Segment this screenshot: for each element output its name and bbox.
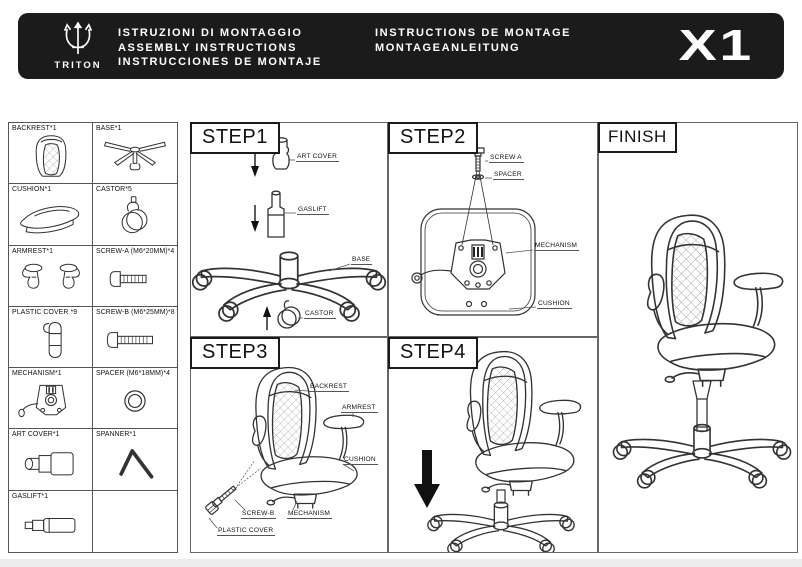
gaslift-callout: GASLIFT — [297, 206, 329, 215]
spacer-callout: SPACER — [493, 171, 524, 180]
cushion-callout: CUSHION — [537, 300, 572, 309]
titles-right: INSTRUCTIONS DE MONTAGE MONTAGEANLEITUNG — [375, 26, 571, 55]
title-italian: ISTRUZIONI DI MONTAGGIO — [118, 27, 303, 39]
step3-panel: STEP3 BACKREST ARMREST CUSHION SCREW-B M… — [190, 337, 388, 553]
castor-icon — [121, 196, 148, 234]
art-cover-icon — [24, 452, 74, 476]
plastic-cover-icon — [42, 321, 62, 358]
part-cell-mechanism: MECHANISM*1 — [9, 368, 93, 430]
finish-panel: FINISH — [598, 122, 798, 553]
title-spanish: INSTRUCCIONES DE MONTAJE — [118, 56, 322, 68]
step1-panel: STEP1 ART COVER GASLIFT BASE CASTOR — [190, 122, 388, 337]
part-label: CASTOR*5 — [96, 186, 132, 194]
plastic-cover-callout: PLASTIC COVER — [217, 527, 276, 536]
part-label: SCREW-B (M6*25MM)*8 — [96, 308, 175, 316]
art-cover-callout: ART COVER — [296, 153, 340, 162]
step2-diagram — [411, 147, 537, 316]
screw-a-icon — [109, 270, 147, 287]
base-icon — [104, 141, 166, 171]
part-cell-art-cover: ART COVER*1 — [9, 429, 93, 491]
cushion-callout: CUSHION — [343, 456, 378, 465]
page-bottom-strip — [0, 559, 802, 567]
backrest-icon — [35, 135, 66, 177]
step3-title: STEP3 — [190, 337, 280, 369]
part-label: BASE*1 — [96, 125, 122, 132]
step1-diagram — [191, 137, 387, 330]
titles-left: ISTRUZIONI DI MONTAGGIO ASSEMBLY INSTRUC… — [118, 26, 322, 70]
backrest-callout: BACKREST — [309, 383, 350, 392]
spacer-icon — [124, 390, 146, 412]
part-cell-spanner: SPANNER*1 — [93, 429, 177, 491]
title-french: INSTRUCTIONS DE MONTAGE — [375, 27, 572, 39]
part-label: GASLIFT*1 — [12, 492, 49, 500]
down-arrow-icon — [414, 450, 440, 508]
parts-table: BACKREST*1 BASE*1 — [8, 122, 178, 553]
step2-title: STEP2 — [388, 122, 478, 154]
part-label: SPACER (M6*18MM)*4 — [96, 370, 171, 378]
finish-title: FINISH — [598, 122, 677, 153]
castor-callout: CASTOR — [304, 310, 336, 319]
screw-a-callout: SCREW A — [489, 154, 524, 163]
step4-diagram — [414, 350, 582, 552]
part-label: ARMREST*1 — [12, 247, 54, 255]
model-name: X1 — [678, 21, 754, 70]
part-cell-screw-a: SCREW-A (M6*20MM)*4 — [93, 246, 177, 307]
mechanism-callout: MECHANISM — [534, 242, 580, 251]
part-label: MECHANISM*1 — [12, 370, 62, 378]
part-label: PLASTIC COVER *9 — [12, 308, 78, 316]
part-cell-cushion: CUSHION*1 — [9, 184, 93, 246]
part-label: BACKREST*1 — [12, 125, 57, 132]
mechanism-icon — [17, 384, 66, 418]
part-cell-gaslift: GASLIFT*1 — [9, 490, 93, 552]
base-callout: BASE — [351, 256, 373, 265]
armrest-callout: ARMREST — [341, 404, 378, 413]
step1-title: STEP1 — [190, 122, 280, 154]
brand-logo: TRITON — [42, 17, 114, 71]
part-cell-castor: CASTOR*5 — [93, 184, 177, 246]
mechanism-callout: MECHANISM — [287, 510, 333, 519]
step4-title: STEP4 — [388, 337, 478, 369]
part-cell-armrest: ARMREST*1 — [9, 245, 93, 307]
part-cell-backrest: BACKREST*1 — [9, 123, 93, 185]
part-label: SPANNER*1 — [96, 431, 137, 439]
step2-panel: STEP2 SCREW A SPACER MECHANISM CUSHION — [388, 122, 598, 337]
part-cell-screw-b: SCREW-B (M6*25MM)*8 — [93, 307, 177, 369]
header-bar: TRITON ISTRUZIONI DI MONTAGGIO ASSEMBLY … — [18, 13, 784, 79]
trident-icon — [63, 21, 93, 54]
part-label: CUSHION*1 — [12, 186, 52, 194]
part-cell-base: BASE*1 — [93, 123, 177, 185]
part-cell-empty — [93, 491, 177, 552]
title-english: ASSEMBLY INSTRUCTIONS — [118, 41, 298, 54]
part-label: SCREW-A (M6*20MM)*4 — [96, 247, 175, 255]
part-cell-plastic-cover: PLASTIC COVER *9 — [9, 306, 93, 369]
part-cell-spacer: SPACER (M6*18MM)*4 — [93, 368, 177, 430]
brand-name: TRITON — [54, 60, 102, 71]
screw-b-icon — [106, 331, 153, 348]
armrest-icon — [21, 263, 80, 289]
screw-b-callout: SCREW-B — [241, 510, 277, 519]
gaslift-icon — [24, 517, 75, 533]
part-label: ART COVER*1 — [12, 431, 60, 439]
finish-diagram — [612, 214, 792, 489]
title-german: MONTAGEANLEITUNG — [375, 41, 521, 54]
cushion-icon — [19, 206, 79, 234]
step3-diagram — [205, 366, 365, 529]
step4-panel: STEP4 — [388, 337, 598, 553]
spanner-icon — [119, 449, 154, 479]
